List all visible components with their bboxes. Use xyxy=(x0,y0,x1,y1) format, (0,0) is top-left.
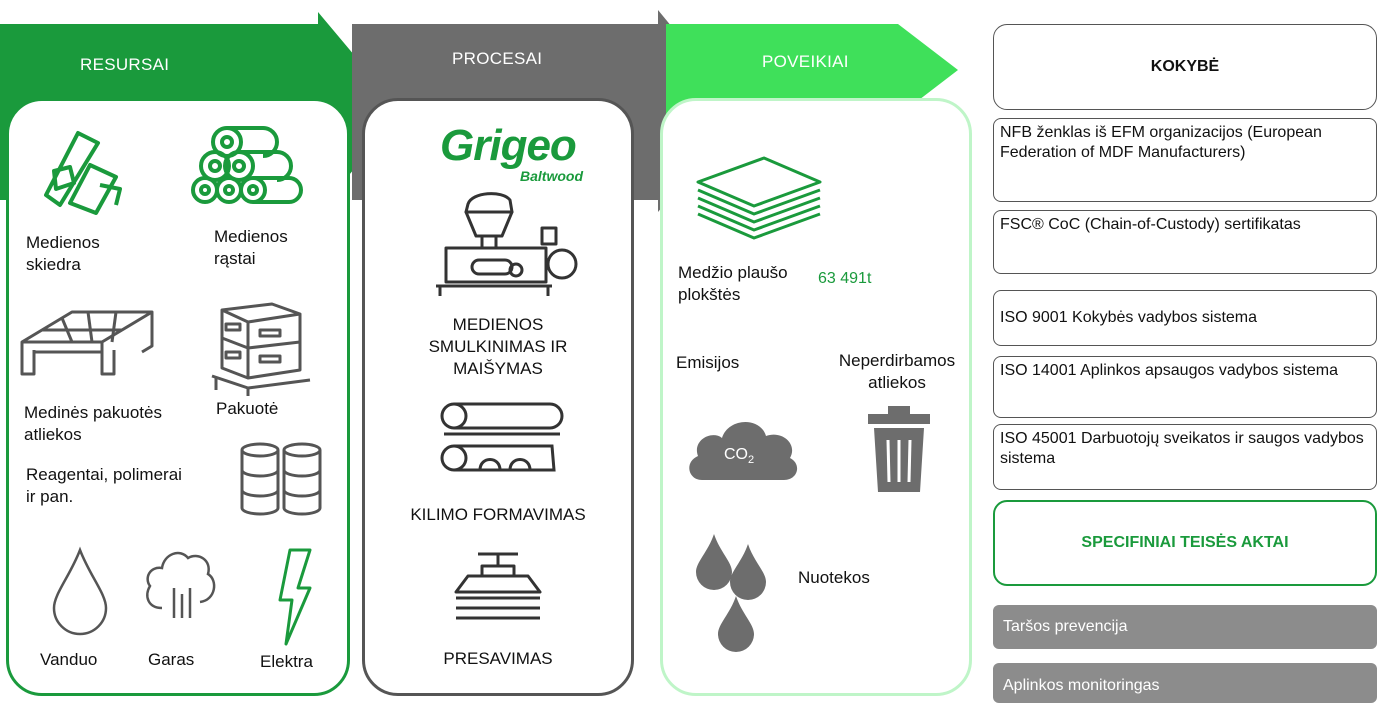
label-product: Medžio plaušo plokštės xyxy=(678,263,788,304)
press-icon xyxy=(454,552,542,620)
label-wood-chips: Medienos skiedra xyxy=(26,233,100,274)
banner-label-processes: PROCESAI xyxy=(452,49,543,68)
co2-label: CO2 xyxy=(724,446,754,466)
grigeo-logo: Grigeo Baltwood xyxy=(440,121,600,185)
label-wastewater: Nuotekos xyxy=(798,568,870,587)
electricity-icon xyxy=(278,548,312,646)
quality-header-text: KOKYBĖ xyxy=(1150,58,1220,75)
logo-main-text: Grigeo xyxy=(440,121,577,170)
quality-item-nfb: NFB ženklas iš EFM organizacijos (Europe… xyxy=(993,118,1377,202)
label-step-shredding: MEDIENOS SMULKINIMAS IR MAIŠYMAS xyxy=(428,315,568,378)
legal-item-pollution-prevention: Taršos prevencija xyxy=(993,605,1377,649)
banner-label-impacts: POVEIKIAI xyxy=(762,52,849,71)
pallet-icon xyxy=(20,310,154,376)
label-emissions: Emisijos xyxy=(676,353,740,372)
packaging-icon xyxy=(211,302,311,396)
legal-item-environmental-monitoring: Aplinkos monitoringas xyxy=(993,663,1377,703)
quality-item-iso9001: ISO 9001 Kokybės vadybos sistema xyxy=(993,290,1377,346)
logo-sub-text: Baltwood xyxy=(520,168,583,184)
quality-item-fsc: FSC® CoC (Chain-of-Custody) sertifikatas xyxy=(993,210,1377,274)
product-value: 63 491t xyxy=(818,270,872,287)
wastewater-drops-icon xyxy=(696,534,766,652)
banner-label-resources: RESURSAI xyxy=(80,55,170,74)
quality-header: KOKYBĖ xyxy=(993,24,1377,110)
label-steam: Garas xyxy=(148,650,195,669)
legal-header-text: SPECIFINIAI TEISĖS AKTAI xyxy=(1081,534,1289,551)
label-nonrecyclable-waste: Neperdirbamos atliekos xyxy=(838,351,956,392)
label-reagents: Reagentai, polimerai ir pan. xyxy=(26,465,182,506)
rollers-icon xyxy=(440,402,564,472)
label-logs: Medienos rąstai xyxy=(214,227,288,268)
water-drop-icon xyxy=(52,546,108,636)
co2-cloud-icon xyxy=(689,421,798,480)
label-water: Vanduo xyxy=(40,650,98,669)
steam-cloud-icon xyxy=(146,551,216,618)
quality-item-iso45001: ISO 45001 Darbuotojų sveikatos ir saugos… xyxy=(993,424,1377,490)
label-pallet-waste: Medinės pakuotės atliekos xyxy=(24,403,162,444)
panel-processes xyxy=(362,98,634,696)
co2-subscript: 2 xyxy=(748,454,755,467)
trash-bin-icon xyxy=(868,406,930,492)
logs-icon xyxy=(191,126,303,204)
barrels-icon xyxy=(240,442,322,516)
label-step-mat-forming: KILIMO FORMAVIMAS xyxy=(410,505,586,524)
wood-chips-icon xyxy=(44,131,122,215)
label-step-pressing: PRESAVIMAS xyxy=(443,649,553,668)
quality-item-iso14001: ISO 14001 Aplinkos apsaugos vadybos sist… xyxy=(993,356,1377,418)
panel-impacts xyxy=(660,98,972,696)
label-electricity: Elektra xyxy=(260,652,313,671)
co2-text: CO xyxy=(724,446,748,463)
legal-header: SPECIFINIAI TEISĖS AKTAI xyxy=(993,500,1377,586)
shredder-mixer-icon xyxy=(436,192,578,296)
label-packaging: Pakuotė xyxy=(216,399,279,418)
boards-stack-icon xyxy=(696,156,822,240)
